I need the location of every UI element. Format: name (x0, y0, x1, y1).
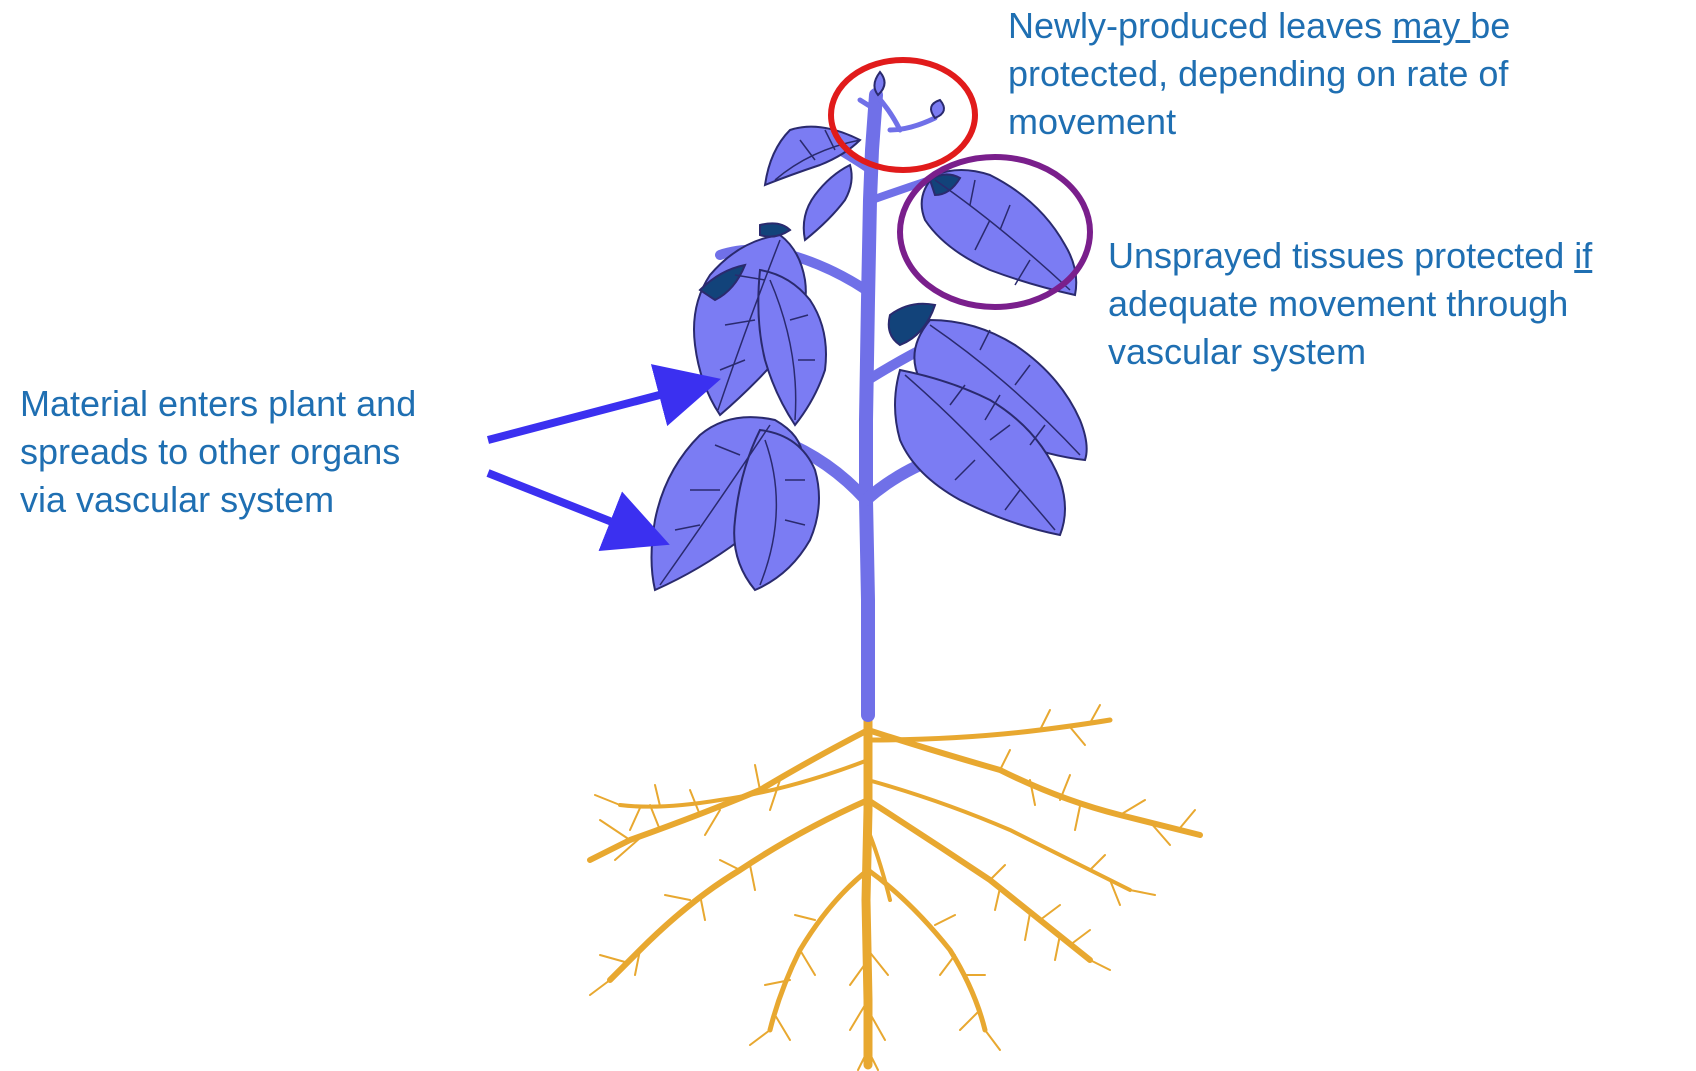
leaf (874, 72, 884, 95)
leaf (931, 100, 944, 118)
main-stem (866, 95, 876, 715)
unsprayed-tissues-label: Unsprayed tissues protected if adequate … (1108, 232, 1592, 376)
root-branch (770, 870, 868, 1030)
leaf (804, 165, 852, 240)
new-leaves-label: Newly-produced leaves may be protected, … (1008, 2, 1510, 146)
root-branch (868, 830, 890, 900)
root-system (590, 705, 1200, 1070)
root-branch (610, 800, 868, 980)
arrow-upper (488, 387, 690, 440)
leaf (758, 270, 826, 425)
arrow-lower (488, 473, 640, 533)
leaf-dark (760, 223, 790, 236)
root-branch (868, 780, 1130, 890)
material-enters-label: Material enters plant and spreads to oth… (20, 380, 416, 524)
root-branch (868, 870, 985, 1030)
root-branch (868, 800, 1090, 960)
root-branch (868, 730, 1200, 835)
new-leaves-circle (831, 60, 975, 170)
taproot (866, 715, 868, 1065)
root-branch (590, 730, 868, 860)
